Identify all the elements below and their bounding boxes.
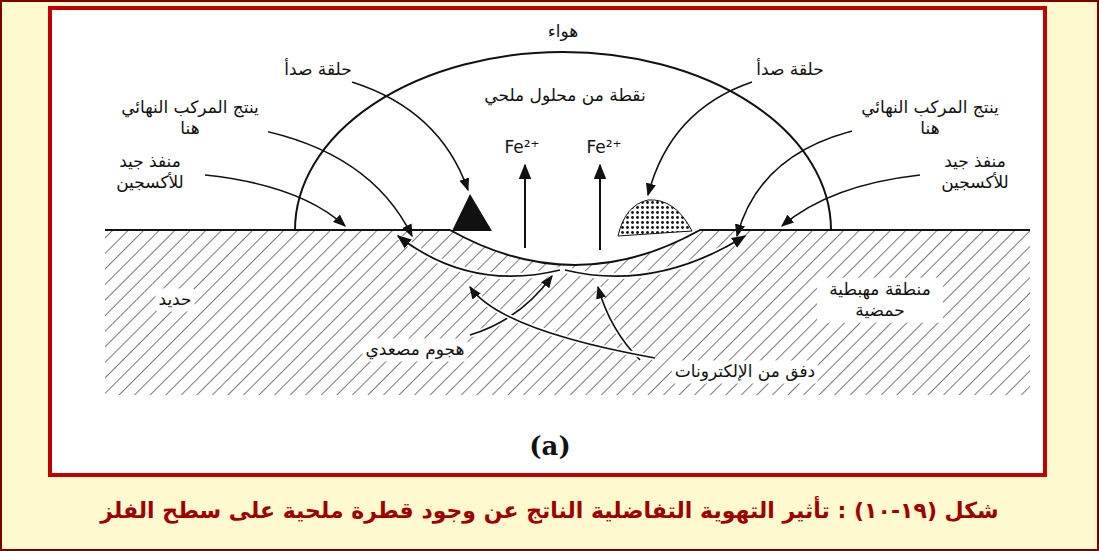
- leader-lines: [205, 82, 920, 236]
- ion-label: Fe²⁺: [501, 136, 542, 159]
- subfigure-label: (a): [526, 429, 573, 464]
- rust-deposit: [452, 194, 492, 231]
- rust-deposit: [618, 200, 692, 236]
- callout-label: ينتج المركب النهائي هنا: [852, 96, 1008, 141]
- ion-arrow: [599, 165, 601, 250]
- callout-label: حلقة صدأ: [753, 58, 826, 81]
- iron-block: [105, 230, 1030, 395]
- metal-surface: [105, 230, 1030, 265]
- label: هواء: [545, 20, 581, 43]
- callout-label: منفذ جيد للأكسجين: [97, 150, 203, 195]
- ion-arrow: [524, 165, 526, 248]
- ion-label: Fe²⁺: [583, 136, 624, 159]
- material-label: حديد: [155, 288, 194, 311]
- region-label: هجوم مصعدي: [363, 338, 468, 361]
- region-label: نقطة من محلول ملحي: [481, 84, 648, 107]
- callout-label: منفذ جيد للأكسجين: [922, 150, 1028, 195]
- figure-caption: شكل (١٩-١٠) : تأثير التهوية التفاضلية ال…: [20, 497, 1079, 526]
- callout-label: ينتج المركب النهائي هنا: [112, 96, 268, 141]
- figure-frame: [50, 8, 1045, 475]
- callout-label: حلقة صدأ: [281, 58, 354, 81]
- callout-label: دفق من الإلكترونات: [672, 360, 818, 383]
- region-label: منطقة مهبطية حمضية: [817, 278, 943, 323]
